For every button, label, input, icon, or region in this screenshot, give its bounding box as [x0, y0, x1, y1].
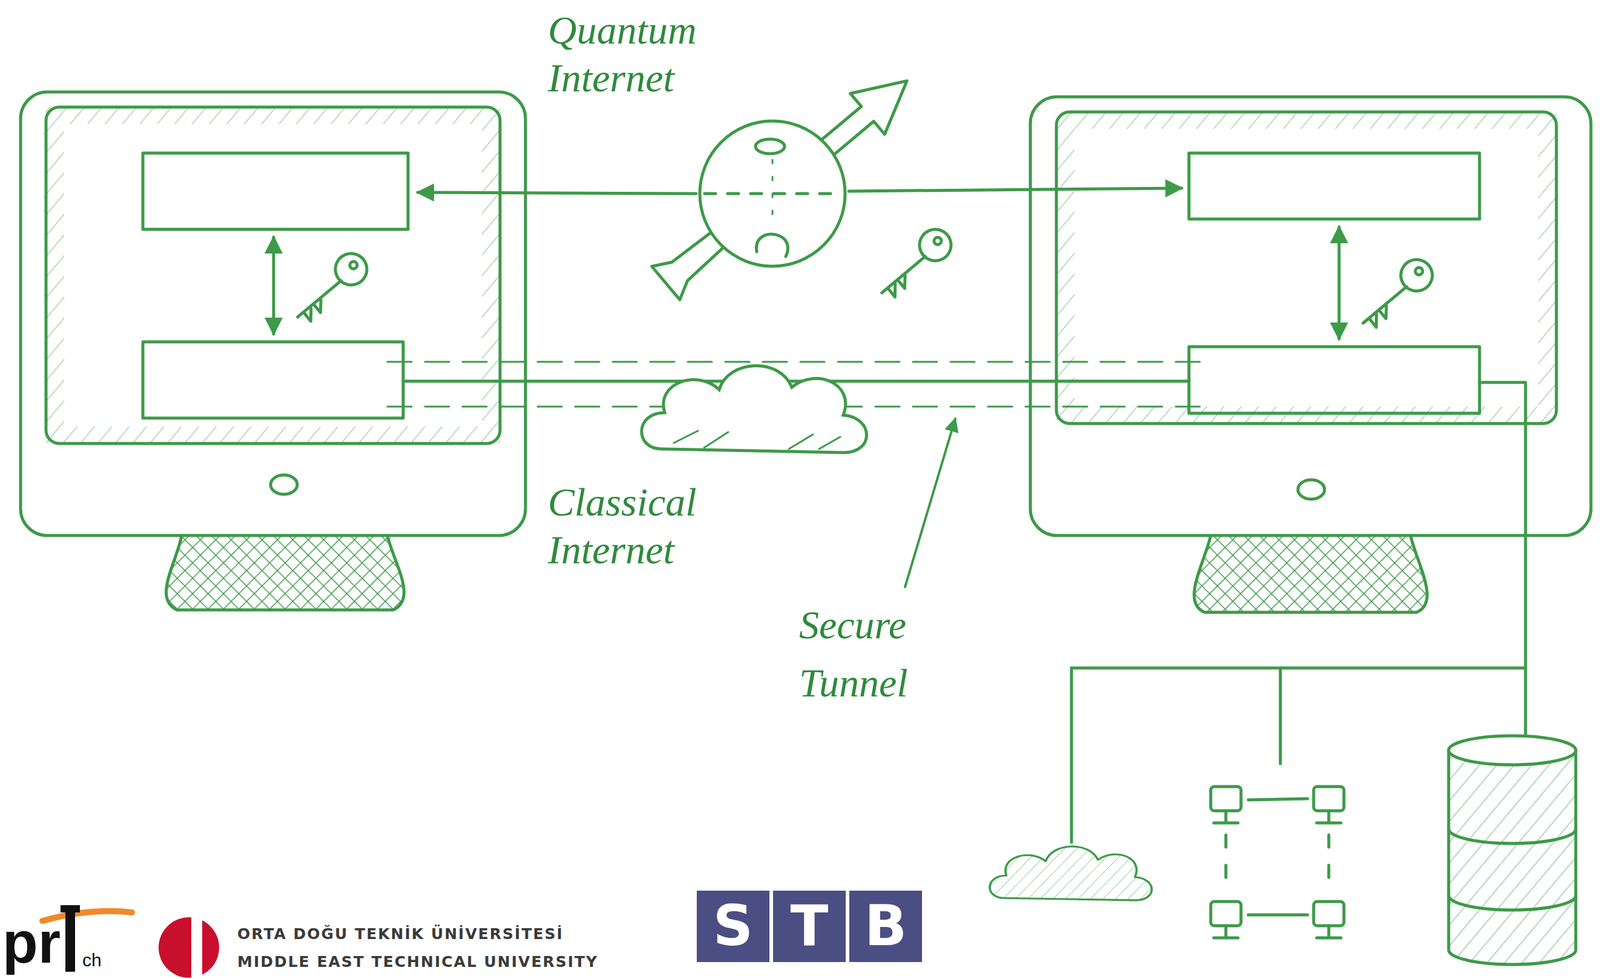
screen-shading [46, 107, 501, 444]
metu-emblem [191, 917, 203, 979]
logo-text: pr [2, 914, 61, 973]
quantum-device-box [1188, 153, 1480, 220]
network-wire [1279, 668, 1283, 764]
computer-icon [1313, 786, 1344, 824]
globe-outline [699, 121, 846, 267]
classical-links [387, 362, 1205, 588]
power-button [270, 475, 298, 495]
cloud-shading [673, 431, 841, 450]
logo-text: ch [82, 951, 102, 970]
computer-icon [1313, 902, 1344, 939]
key-transfer-arrow [1337, 227, 1341, 340]
network-wire [1224, 835, 1228, 890]
computer-icon [1210, 786, 1242, 824]
university-name: MIDDLE EAST TECHNICAL UNIVERSITY [237, 954, 599, 972]
local-network [989, 382, 1576, 965]
logo-text: pr [2, 914, 61, 973]
logo-letter: S [696, 891, 770, 963]
screen-shading [1056, 111, 1557, 424]
globe-pole [755, 139, 785, 154]
internet-cloud: Classical Internet [637, 352, 873, 465]
right-monitor [1030, 96, 1591, 613]
monitor-stand [166, 535, 405, 611]
monitor-housing [20, 92, 526, 536]
logo-tower [65, 911, 76, 973]
logo-letter: B [849, 891, 922, 963]
metu-emblem [158, 917, 220, 979]
quantum-links [417, 60, 1182, 304]
logo-text: ch [82, 951, 102, 970]
key-symbol [283, 249, 379, 326]
logos [42, 891, 922, 979]
node-label: Classical Internet [547, 478, 766, 574]
classical-link [786, 380, 1189, 384]
quantum-arrow [848, 188, 1182, 192]
globe-axis [771, 159, 774, 228]
tunnel-edge [387, 361, 1205, 364]
globe-outline [696, 117, 849, 270]
monitor-stand [1194, 535, 1428, 613]
logo-letter: B [849, 891, 922, 963]
university-name: ORTA DOĞU TEKNİK ÜNİVERSİTESİ [237, 926, 564, 944]
university-name: ORTA DOĞU TEKNİK ÜNİVERSİTESİ [237, 926, 564, 944]
cloud-outline [637, 352, 873, 465]
monitor-housing [1030, 96, 1591, 536]
logo-letter: T [773, 891, 846, 963]
computer-icon [1210, 902, 1242, 939]
monitor-screen [1056, 111, 1557, 424]
network-wire [1248, 914, 1308, 918]
power-button [1297, 480, 1325, 500]
university-name: MIDDLE EAST TECHNICAL UNIVERSITY [237, 954, 599, 972]
quantum-globe: Quantum Internet [696, 117, 849, 270]
quantum-device-box [142, 153, 409, 230]
stb-block [849, 891, 922, 963]
cloud-outline [641, 365, 867, 453]
database-symbol [1448, 736, 1576, 965]
leader-arrow [905, 418, 956, 588]
classical-device-box [142, 342, 404, 419]
key-symbol [1348, 255, 1444, 332]
logo-letter: S [696, 891, 770, 963]
classical-device-box [1188, 346, 1480, 414]
globe-pole [756, 234, 789, 257]
logo-letter: T [773, 891, 846, 963]
text-holder: Quantum Internet [547, 6, 791, 102]
key-symbol [867, 225, 963, 301]
network-wire [1248, 799, 1308, 801]
node-label: Quantum Internet [547, 6, 791, 102]
spin-arrow [648, 60, 925, 304]
left-monitor [20, 92, 526, 611]
network-wire [1327, 835, 1331, 890]
key-transfer-arrow [272, 237, 276, 335]
network-wire [1479, 382, 1526, 735]
monitor-screen [46, 107, 501, 444]
stb-block [773, 891, 846, 963]
text-holder: Classical Internet [547, 478, 766, 574]
stb-block [696, 891, 770, 963]
network-wire [1071, 667, 1526, 671]
quantum-arrow [417, 192, 697, 194]
cloud-symbol [989, 846, 1153, 901]
network-wire [1070, 668, 1074, 843]
logo-tower [60, 905, 80, 913]
handwritten-label: Secure Tunnel [799, 596, 999, 712]
handwritten-label: Secure Tunnel [799, 596, 999, 712]
